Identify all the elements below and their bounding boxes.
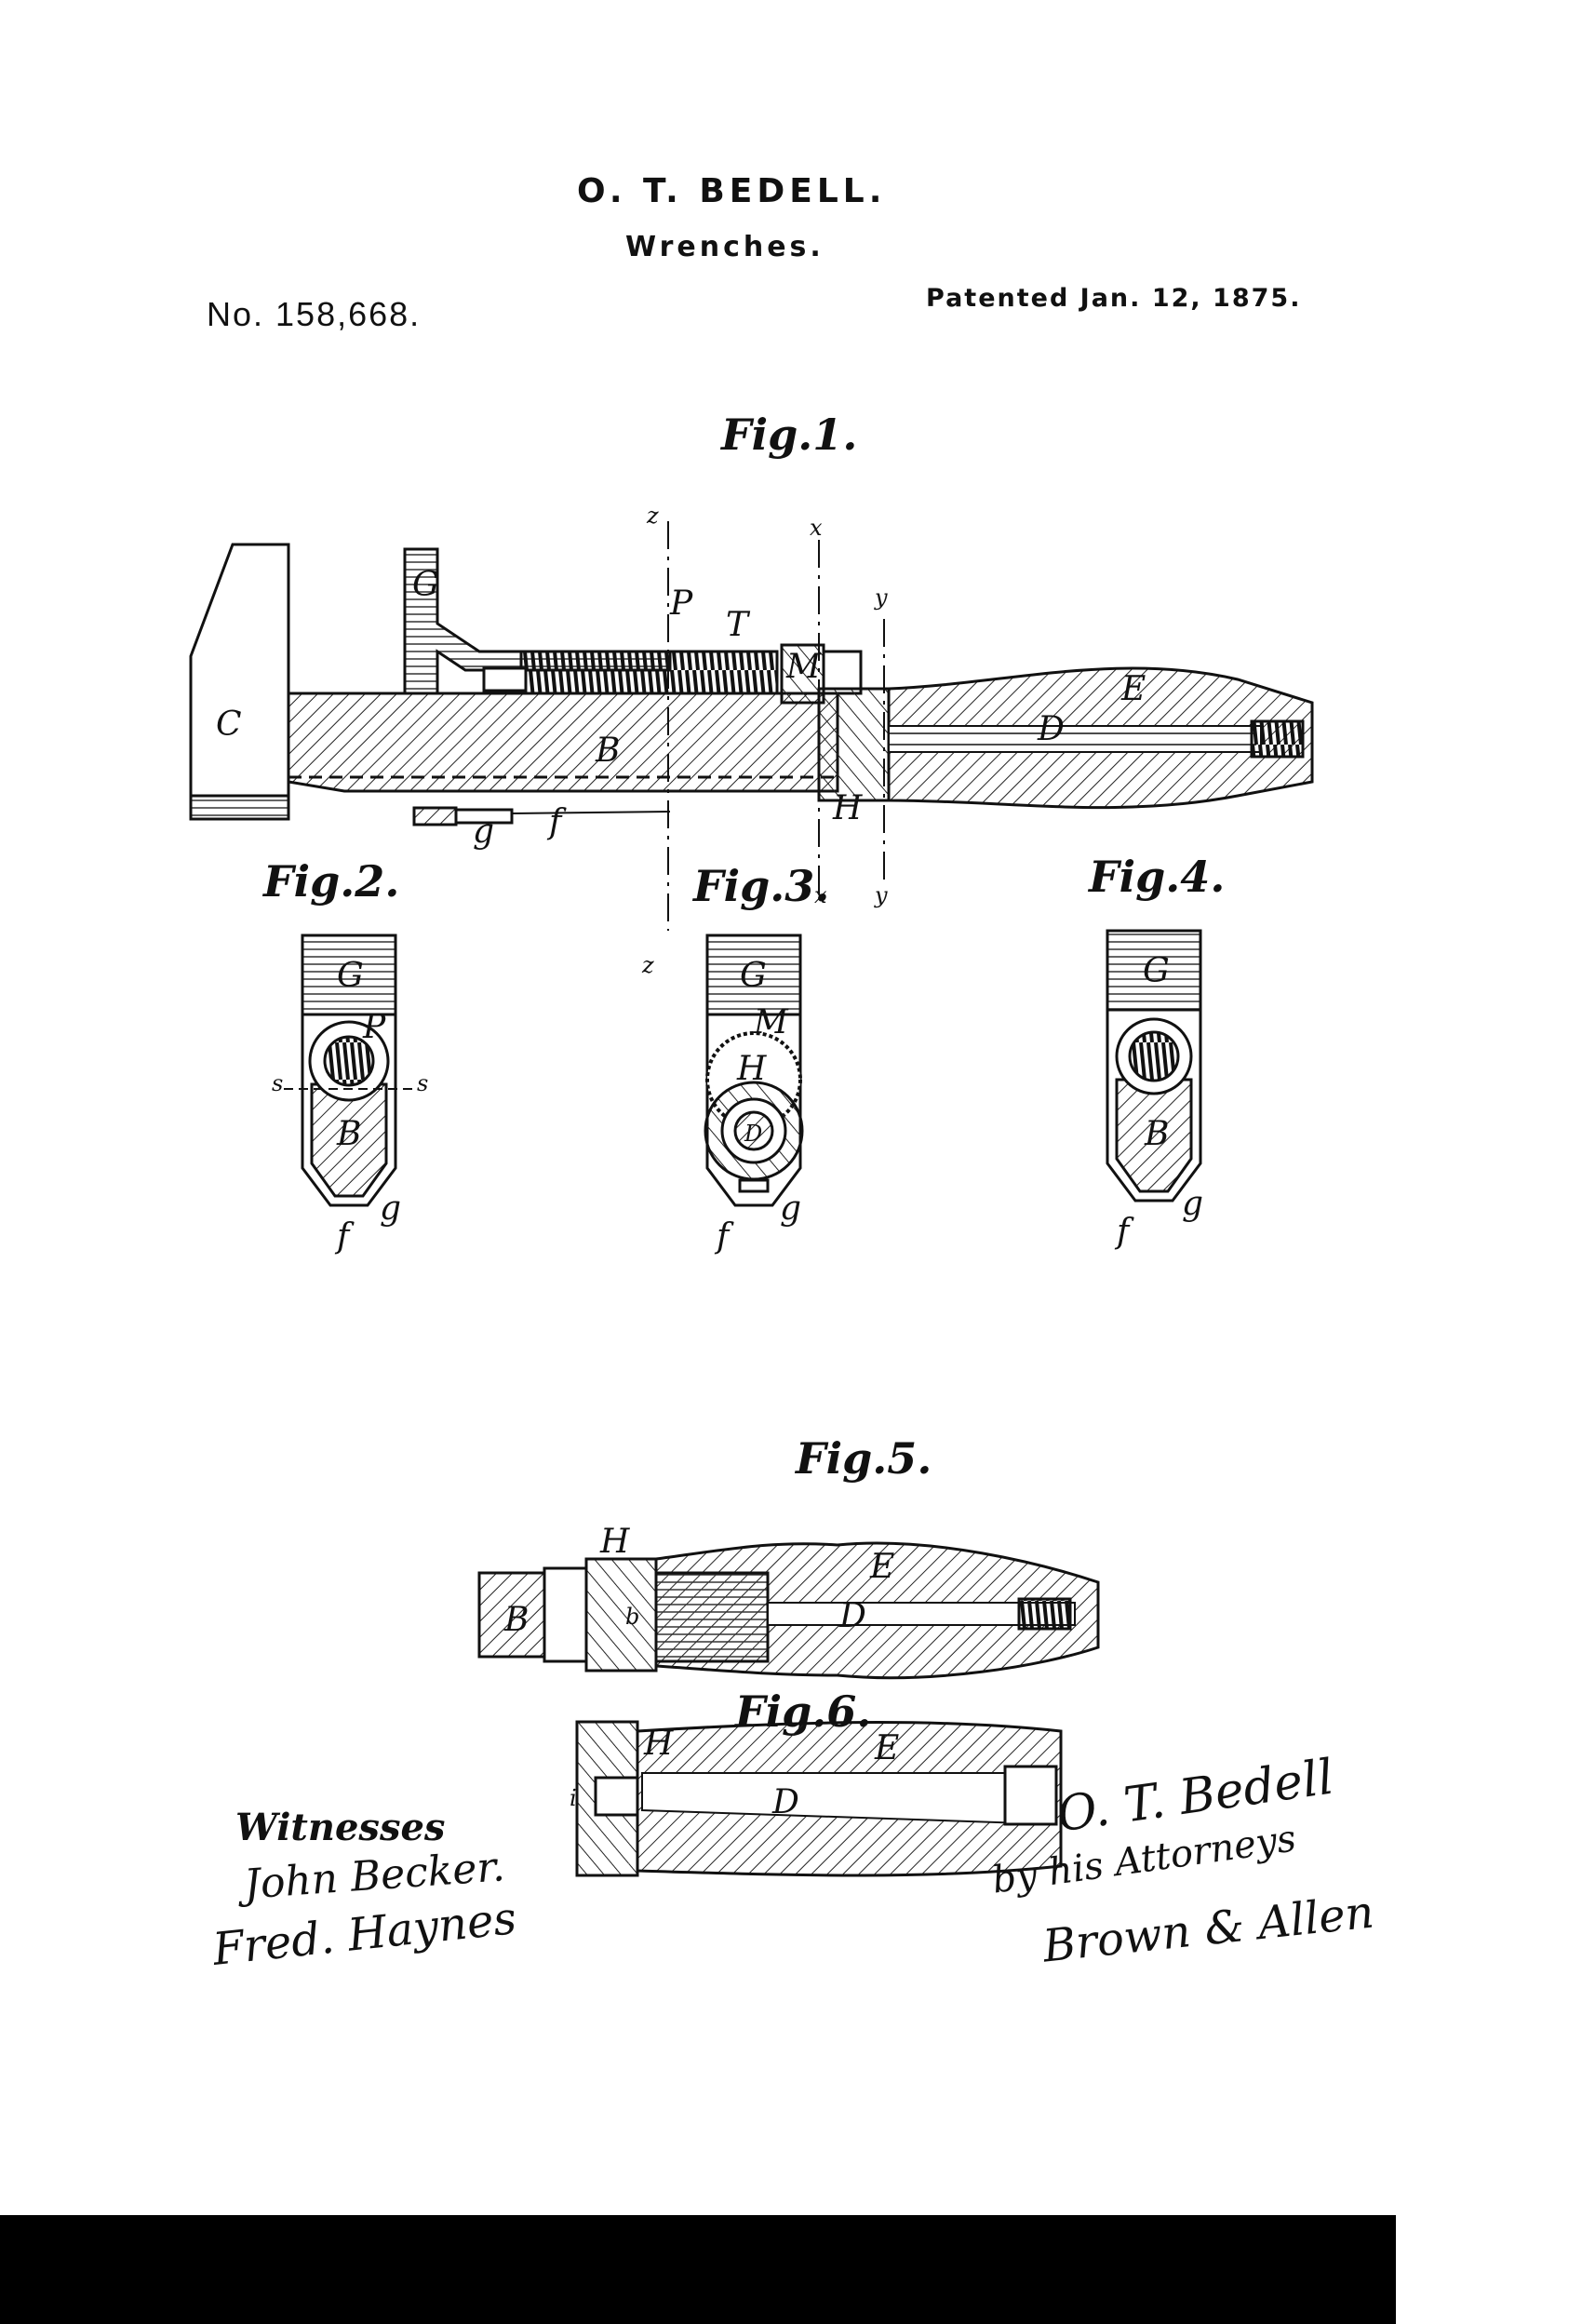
label-fig2-s-left: s <box>272 1070 283 1096</box>
label-fig5-D: D <box>838 1597 866 1635</box>
label-f: f <box>546 803 567 841</box>
label-fig5-B: B <box>503 1601 529 1639</box>
ferrule <box>817 687 891 802</box>
label-z-top: z <box>646 503 659 529</box>
label-P: P <box>669 584 693 623</box>
label-fig3-f: f <box>714 1217 734 1256</box>
witnesses-title: Witnesses <box>235 1806 446 1849</box>
inventor-name: O. T. BEDELL. <box>577 172 887 210</box>
label-fig3-M: M <box>753 1003 789 1041</box>
label-fig4-g: g <box>1182 1185 1203 1223</box>
label-fig5-E: E <box>869 1548 894 1586</box>
patent-number: No. 158,668. <box>207 295 422 333</box>
label-fig3-D: D <box>744 1121 762 1147</box>
fig4-label: Fig.4. <box>1089 852 1226 902</box>
fig5-label: Fig.5. <box>796 1433 932 1484</box>
label-fig5-b: b <box>625 1604 639 1630</box>
fig1-label: Fig.1. <box>721 410 858 460</box>
label-fig4-f: f <box>1114 1213 1134 1251</box>
label-B: B <box>595 732 620 770</box>
label-z-bottom: z <box>641 952 654 978</box>
fig1-drawing <box>189 521 1314 931</box>
patent-date: Patented Jan. 12, 1875. <box>926 284 1302 313</box>
label-fig6-i: i <box>570 1785 577 1811</box>
label-E: E <box>1120 670 1146 708</box>
label-D: D <box>1037 710 1065 748</box>
label-g: g <box>473 813 494 851</box>
fig3-drawing <box>704 934 804 1207</box>
fig6-drawing <box>575 1720 1063 1877</box>
label-fig2-B: B <box>336 1115 361 1153</box>
label-fig5-H: H <box>599 1523 630 1561</box>
label-fig3-g: g <box>780 1189 801 1228</box>
label-M: M <box>785 648 822 686</box>
label-fig2-f: f <box>334 1217 355 1256</box>
label-fig6-E: E <box>874 1729 899 1767</box>
label-x-top: x <box>810 515 823 541</box>
label-fig3-G: G <box>740 957 767 995</box>
fig2-label: Fig.2. <box>263 856 400 907</box>
label-fig2-s-right: s <box>417 1070 428 1096</box>
label-x-bottom: x <box>814 882 827 908</box>
fig5-drawing <box>477 1541 1100 1680</box>
label-fig4-B: B <box>1144 1115 1169 1153</box>
label-fig3-H: H <box>736 1050 767 1088</box>
label-G: G <box>412 566 439 604</box>
label-fig4-G: G <box>1143 952 1170 990</box>
label-fig2-P: P <box>362 1008 386 1046</box>
label-T: T <box>726 606 751 644</box>
label-fig6-D: D <box>771 1783 799 1821</box>
scan-border-bar <box>0 2215 1396 2324</box>
adjusting-screw <box>519 650 779 695</box>
label-y-bottom: y <box>874 882 888 908</box>
patent-subject: Wrenches. <box>625 231 825 263</box>
label-y-top: y <box>874 584 888 611</box>
label-C: C <box>216 705 242 744</box>
fig4-drawing <box>1106 929 1202 1202</box>
fig3-label: Fig.3. <box>693 861 830 911</box>
fixed-jaw <box>189 543 290 821</box>
label-fig2-G: G <box>337 957 364 995</box>
label-H: H <box>832 789 863 827</box>
fig2-drawing <box>284 934 414 1207</box>
label-fig6-H: H <box>643 1725 674 1763</box>
label-fig2-g: g <box>380 1189 401 1228</box>
